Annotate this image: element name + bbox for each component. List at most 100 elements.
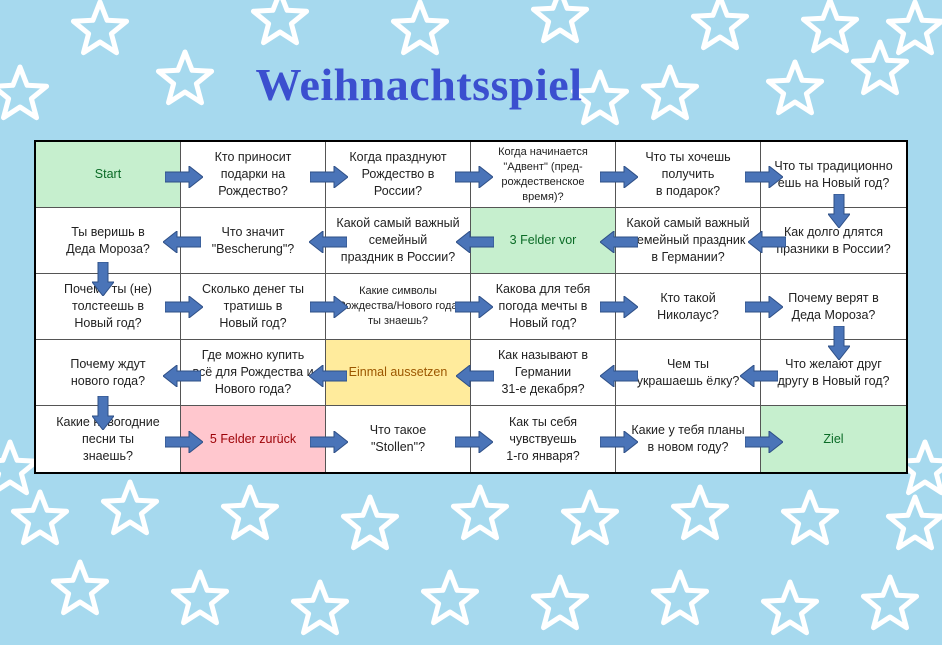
- board-field: Когда празднуют Рождество в России?: [326, 142, 471, 208]
- star-icon: [640, 64, 700, 121]
- board-field-ziel: Ziel: [761, 406, 906, 472]
- board-field-text: Чем ты украшаешь ёлку?: [636, 356, 740, 388]
- board-field-text: Einmal aussetzen: [348, 365, 448, 379]
- star-icon: [290, 579, 350, 636]
- arrow-left-icon: [748, 231, 786, 253]
- board-field: Сколько денег ты тратишь в Новый год?: [181, 274, 326, 340]
- page-title: Weihnachtsspiel: [255, 59, 583, 110]
- board-field-text: Как называют в Германии 31-е декабря?: [498, 348, 588, 396]
- board-field-text: Почему ты (не) толстеешь в Новый год?: [64, 282, 152, 330]
- board-field: Кто приносит подарки на Рождество?: [181, 142, 326, 208]
- board-field-text: Какой самый важный семейный праздник в Г…: [626, 216, 750, 264]
- arrow-right-icon: [165, 296, 203, 318]
- board-field-text: Сколько денег ты тратишь в Новый год?: [202, 282, 304, 330]
- board-field-text: Что ты традиционно ешь на Новый год?: [774, 158, 893, 190]
- star-icon: [250, 0, 310, 46]
- board-field-text: Какова для тебя погода мечты в Новый год…: [495, 282, 591, 330]
- star-icon: [690, 0, 750, 51]
- star-icon: [530, 0, 590, 44]
- board-field: Какие символы Рождества/Нового года ты з…: [326, 274, 471, 340]
- star-icon: [760, 579, 820, 636]
- board-field: Какой самый важный семейный праздник в Г…: [616, 208, 761, 274]
- star-icon: [390, 0, 450, 56]
- arrow-down-icon: [92, 262, 114, 296]
- arrow-right-icon: [310, 166, 348, 188]
- board-field: Какой самый важный семейный праздник в Р…: [326, 208, 471, 274]
- star-icon: [570, 69, 630, 126]
- star-icon: [885, 494, 942, 551]
- board-field-aussetzen: Einmal aussetzen: [326, 340, 471, 406]
- star-icon: [560, 489, 620, 546]
- board-field-start: Start: [36, 142, 181, 208]
- board-field-text: Как долго длятся празники в России?: [776, 224, 891, 256]
- star-icon: [780, 489, 840, 546]
- board-field: Что ты хочешь получить в подарок?: [616, 142, 761, 208]
- arrow-right-icon: [165, 166, 203, 188]
- star-icon: [340, 494, 400, 551]
- board-field-text: Когда начинается "Адвент" (пред- рождест…: [498, 145, 588, 203]
- board-field: Что ты традиционно ешь на Новый год?: [761, 142, 906, 208]
- arrow-left-icon: [600, 365, 638, 387]
- board-field-text: Start: [94, 167, 122, 181]
- board-field-text: Что желают друг другу в Новый год?: [777, 356, 890, 388]
- board-field-text: Почему верят в Деда Мороза?: [788, 290, 879, 322]
- arrow-right-icon: [745, 166, 783, 188]
- board-field-text: Ты веришь в Деда Мороза?: [66, 224, 150, 256]
- board-field: Как долго длятся празники в России?: [761, 208, 906, 274]
- arrow-right-icon: [600, 296, 638, 318]
- board-field: Как называют в Германии 31-е декабря?: [471, 340, 616, 406]
- star-icon: [800, 0, 860, 54]
- board-field: Как ты себя чувствуешь 1-го января?: [471, 406, 616, 472]
- board-field: Ты веришь в Деда Мороза?: [36, 208, 181, 274]
- star-icon: [50, 559, 110, 616]
- board-field-text: 5 Felder zurück: [209, 431, 297, 446]
- star-icon: [530, 574, 590, 631]
- board-field-text: Что ты хочешь получить в подарок?: [645, 150, 731, 198]
- board-field-zurueck: 5 Felder zurück: [181, 406, 326, 472]
- board-field-text: Кто такой Николаус?: [657, 290, 719, 322]
- arrow-left-icon: [600, 231, 638, 253]
- board-field: Чем ты украшаешь ёлку?: [616, 340, 761, 406]
- arrow-right-icon: [455, 431, 493, 453]
- arrow-left-icon: [309, 365, 347, 387]
- board-field: Какие у тебя планы в новом году?: [616, 406, 761, 472]
- arrow-right-icon: [600, 166, 638, 188]
- board-field: Кто такой Николаус?: [616, 274, 761, 340]
- board-field: Почему ты (не) толстеешь в Новый год?: [36, 274, 181, 340]
- board-field-text: Что такое "Stollen"?: [369, 423, 427, 454]
- star-icon: [670, 484, 730, 541]
- board-field: Что желают друг другу в Новый год?: [761, 340, 906, 406]
- board-field-text: Как ты себя чувствуешь 1-го января?: [506, 414, 580, 463]
- arrow-right-icon: [455, 296, 493, 318]
- star-icon: [10, 489, 70, 546]
- board-field-text: Почему ждут нового года?: [70, 356, 146, 388]
- board-field-text: Какой самый важный семейный праздник в Р…: [336, 216, 460, 264]
- star-icon: [155, 49, 215, 106]
- star-icon: [850, 39, 910, 96]
- star-icon: [220, 484, 280, 541]
- arrow-right-icon: [310, 431, 348, 453]
- arrow-left-icon: [163, 365, 201, 387]
- board-field: Что значит "Bescherung"?: [181, 208, 326, 274]
- board-field-text: Что значит "Bescherung"?: [211, 224, 295, 256]
- arrow-down-icon: [92, 396, 114, 430]
- arrow-left-icon: [456, 365, 494, 387]
- arrow-left-icon: [163, 231, 201, 253]
- board-field-text: Какие символы Рождества/Нового года ты з…: [338, 285, 458, 327]
- star-icon: [0, 64, 50, 121]
- star-icon: [70, 0, 130, 56]
- arrow-right-icon: [165, 431, 203, 453]
- board-field-text: Какие у тебя планы в новом году?: [631, 423, 745, 454]
- arrow-right-icon: [455, 166, 493, 188]
- arrow-right-icon: [745, 296, 783, 318]
- board-field-text: Ziel: [823, 431, 844, 446]
- arrow-right-icon: [310, 296, 348, 318]
- star-icon: [765, 59, 825, 116]
- star-icon: [420, 569, 480, 626]
- board-field-text: 3 Felder vor: [509, 233, 577, 247]
- arrow-left-icon: [309, 231, 347, 253]
- arrow-right-icon: [745, 431, 783, 453]
- star-icon: [860, 574, 920, 631]
- board-field-text: Кто приносит подарки на Рождество?: [214, 150, 292, 198]
